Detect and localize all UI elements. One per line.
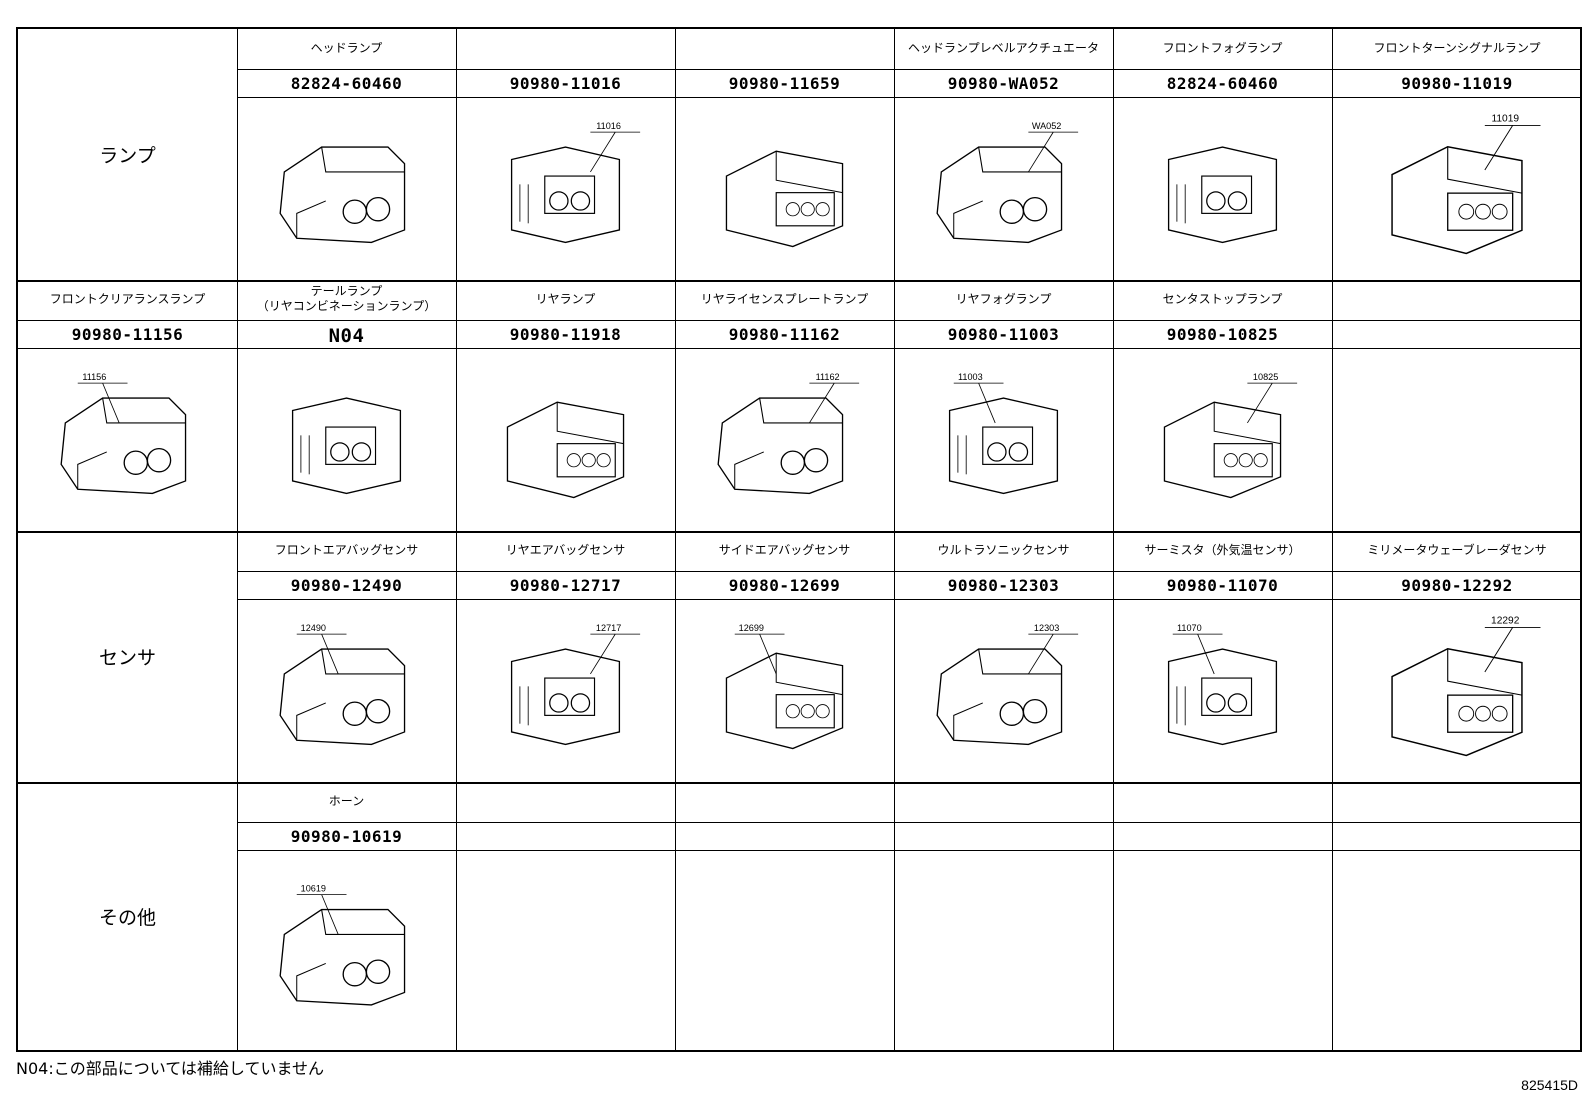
part-number: 90980-11918 — [509, 325, 622, 344]
svg-text:10825: 10825 — [1253, 372, 1278, 382]
svg-text:WA052: WA052 — [1032, 121, 1062, 131]
category-label: センサ — [98, 646, 156, 669]
connector-illustration: 12303 — [904, 607, 1103, 774]
svg-text:11019: 11019 — [1491, 114, 1519, 125]
component-name: ヘッドランプ — [310, 41, 383, 55]
column-divider — [1332, 29, 1333, 1050]
band-divider — [18, 280, 1580, 282]
part-number: 90980-11019 — [1401, 74, 1513, 93]
connector-illustration: 12292 — [1342, 607, 1572, 774]
component-name: サーミスタ（外気温センサ） — [1144, 543, 1301, 557]
part-number: 82824-60460 — [290, 74, 403, 93]
connector-table: ランプ ヘッドランプ 82824-60460 90980-11016 11016 90… — [16, 27, 1582, 1052]
band-divider — [18, 782, 1580, 784]
svg-text:11070: 11070 — [1177, 623, 1202, 633]
svg-text:11003: 11003 — [958, 372, 983, 382]
category-label: ランプ — [99, 144, 156, 167]
footnote: N04:この部品については補給していません — [16, 1059, 324, 1078]
component-name: ウルトラソニックセンサ — [937, 543, 1070, 557]
connector-illustration: 10619 — [247, 858, 446, 1044]
part-number: 90980-12303 — [947, 576, 1060, 595]
part-row-divider — [237, 850, 1580, 851]
column-divider — [237, 29, 238, 1050]
svg-text:12490: 12490 — [301, 623, 326, 633]
svg-text:10619: 10619 — [301, 883, 326, 893]
svg-text:11162: 11162 — [816, 372, 840, 382]
component-name: フロントフォグランプ — [1162, 41, 1283, 55]
name-row-divider — [237, 822, 1580, 823]
name-row-divider — [18, 320, 1580, 321]
column-divider — [675, 29, 676, 1050]
part-number: 90980-11162 — [728, 325, 841, 344]
component-name: ヘッドランプレベルアクチュエータ — [907, 41, 1100, 55]
connector-illustration: 11016 — [466, 105, 665, 272]
part-row-divider — [237, 599, 1580, 600]
component-name: ホーン — [328, 794, 365, 808]
connector-illustration: 11156 — [28, 356, 227, 523]
connector-illustration: 11070 — [1123, 607, 1322, 774]
document-number: 825415D — [1521, 1077, 1578, 1093]
part-number: 90980-11156 — [71, 325, 184, 344]
connector-illustration — [685, 105, 884, 272]
part-number: 90980-11003 — [947, 325, 1060, 344]
component-name: リヤフォグランプ — [955, 292, 1052, 306]
component-name: サイドエアバッグセンサ — [718, 543, 851, 557]
part-number: 90980-12292 — [1401, 576, 1513, 595]
connector-illustration — [247, 105, 446, 272]
part-number: 90980-10619 — [290, 827, 403, 846]
component-name: テールランプ （リヤコンビネーションランプ） — [256, 284, 437, 313]
name-row-divider — [237, 571, 1580, 572]
part-number: 90980-11070 — [1166, 576, 1279, 595]
component-name: リヤライセンスプレートランプ — [700, 292, 869, 306]
connector-illustration — [247, 356, 446, 523]
part-number: 90980-12699 — [728, 576, 841, 595]
component-name: ミリメータウェーブレーダセンサ — [1367, 543, 1547, 557]
name-row-divider — [237, 69, 1580, 70]
connector-illustration — [1123, 105, 1322, 272]
column-divider — [456, 29, 457, 1050]
connector-illustration: 12699 — [685, 607, 884, 774]
component-name: リヤエアバッグセンサ — [505, 543, 626, 557]
component-name: フロントターンシグナルランプ — [1373, 41, 1541, 55]
column-divider — [894, 29, 895, 1050]
svg-text:12292: 12292 — [1491, 616, 1520, 627]
column-divider — [1113, 29, 1114, 1050]
svg-text:12717: 12717 — [596, 623, 621, 633]
part-row-divider — [18, 348, 1580, 349]
svg-text:11156: 11156 — [82, 372, 106, 382]
part-number: 82824-60460 — [1166, 74, 1279, 93]
component-name: フロントクリアランスランプ — [49, 292, 206, 306]
part-number: 90980-10825 — [1166, 325, 1279, 344]
svg-text:12699: 12699 — [739, 623, 764, 633]
connector-illustration: 11162 — [685, 356, 884, 523]
component-name: リヤランプ — [535, 292, 596, 306]
part-number: 90980-11016 — [509, 74, 622, 93]
part-number: 90980-12717 — [509, 576, 622, 595]
part-row-divider — [237, 97, 1580, 98]
part-number: 90980-11659 — [728, 74, 841, 93]
part-number: N04 — [328, 325, 365, 347]
category-label: その他 — [98, 907, 156, 929]
connector-illustration: 11003 — [904, 356, 1103, 523]
svg-text:11016: 11016 — [596, 121, 621, 131]
part-number: 90980-12490 — [290, 576, 403, 595]
component-name: センタストップランプ — [1162, 292, 1283, 306]
connector-illustration: 12717 — [466, 607, 665, 774]
component-name: フロントエアバッグセンサ — [274, 543, 419, 557]
part-number: 90980-WA052 — [947, 74, 1060, 93]
connector-illustration — [466, 356, 665, 523]
svg-text:12303: 12303 — [1034, 623, 1059, 633]
band-divider — [18, 531, 1580, 533]
connector-illustration: WA052 — [904, 105, 1103, 272]
connector-illustration: 10825 — [1123, 356, 1322, 523]
connector-illustration: 12490 — [247, 607, 446, 774]
connector-illustration: 11019 — [1342, 105, 1572, 272]
